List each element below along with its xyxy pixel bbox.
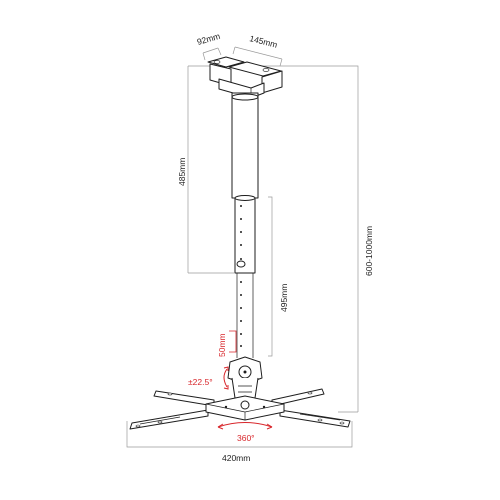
- tilt-arc: [223, 368, 228, 388]
- bracket-width-label: 145mm: [249, 33, 279, 50]
- spider-arms: [129, 388, 351, 430]
- rotation-label: 360°: [237, 433, 255, 443]
- dimension-lines: [126, 46, 359, 448]
- ceiling-bracket: [207, 56, 283, 99]
- lower-tube-length-label: 495mm: [279, 284, 289, 312]
- hole-spacing-label: 50mm: [217, 333, 227, 357]
- arm-span-label: 420mm: [222, 453, 250, 463]
- motion-indicators: [217, 366, 273, 430]
- rotation-arc: [217, 422, 273, 428]
- total-height-range-label: 600-1000mm: [364, 226, 374, 276]
- upper-tube: [231, 92, 259, 199]
- tilt-joint: [227, 356, 263, 399]
- upper-tube-length-label: 485mm: [177, 158, 187, 186]
- tilt-angle-label: ±22.5°: [188, 377, 213, 387]
- inner-tube: [234, 195, 256, 358]
- bracket-depth-label: 92mm: [196, 31, 221, 47]
